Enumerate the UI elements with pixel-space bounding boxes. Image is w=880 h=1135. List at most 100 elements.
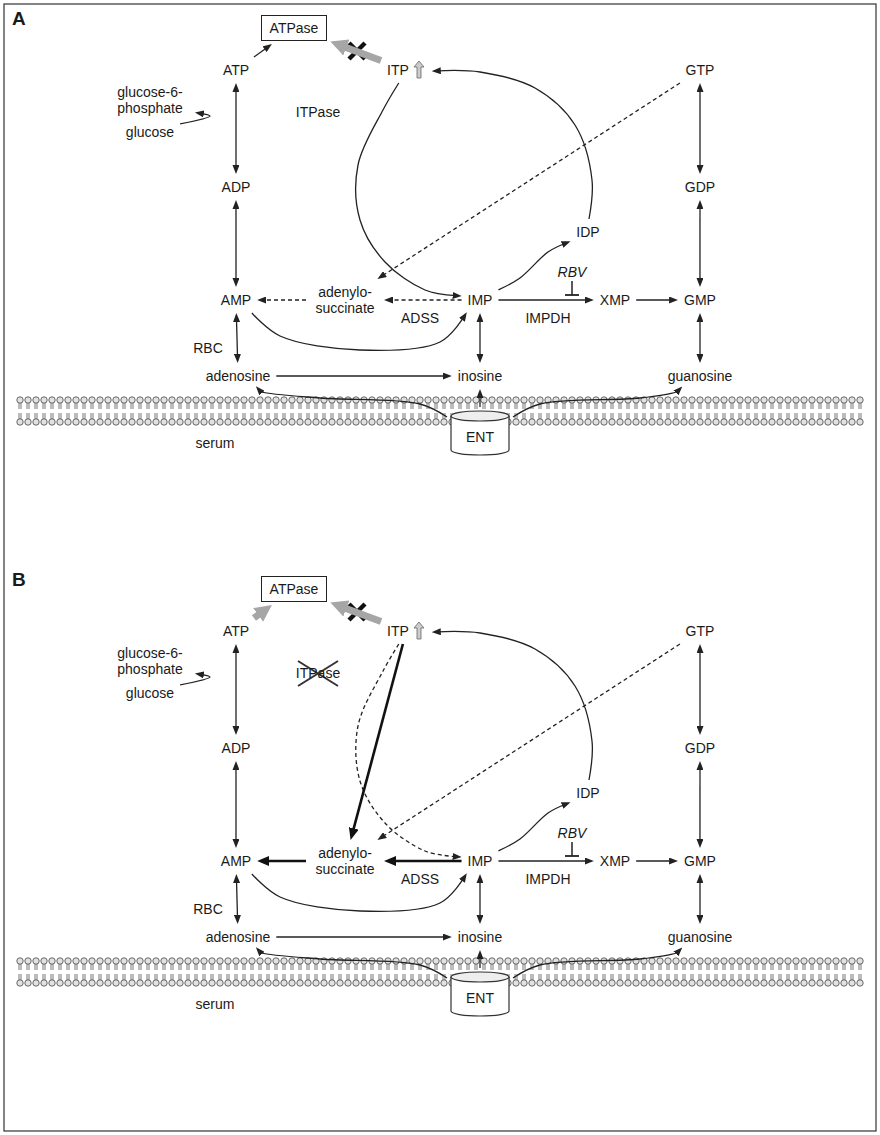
increase-arrow [414, 622, 424, 639]
annotation-label: RBC [193, 340, 223, 356]
reaction-arrow [180, 113, 210, 124]
panel-letter: B [12, 569, 868, 591]
enzyme-box: ATPase [261, 15, 328, 41]
reaction-arrow [356, 83, 456, 296]
annotation-label: RBV [558, 264, 587, 280]
node-text: IMP [468, 292, 493, 308]
transporter-cylinder: ENT [450, 971, 510, 1017]
reaction-arrow [699, 766, 700, 842]
cylinder-body [451, 977, 509, 1016]
metabolite-label: glucose [123, 683, 177, 703]
node-text: glucose [126, 685, 174, 701]
annotation-label: serum [196, 435, 235, 451]
reaction-arrow [699, 318, 700, 357]
annotation-label: RBC [193, 901, 223, 917]
inhibition-bar [571, 281, 573, 295]
node-text: ENT [466, 990, 494, 1006]
node-text: GDP [685, 179, 715, 195]
node-text: adenylo- succinate [312, 284, 378, 316]
node-text: inosine [458, 368, 502, 384]
node-text: GMP [684, 853, 716, 869]
reaction-arrow [356, 644, 456, 857]
reaction-arrow [479, 955, 480, 968]
metabolite-label: AMP [218, 290, 254, 310]
node-text: ENT [466, 429, 494, 445]
node-text: AMP [221, 292, 251, 308]
cell-membrane [16, 396, 864, 426]
node-text: ADP [222, 179, 251, 195]
reaction-arrow [479, 318, 480, 357]
reaction-arrow [382, 83, 680, 276]
reaction-arrow [498, 860, 588, 861]
increase-arrow [414, 61, 424, 78]
reaction-arrow [263, 299, 306, 300]
metabolite-label: GDP [682, 177, 718, 197]
enzyme-box: ATPase [261, 576, 328, 602]
node-text: glucose-6- phosphate [111, 84, 189, 116]
node-text: guanosine [668, 929, 733, 945]
reaction-arrow [236, 318, 237, 357]
node-text: ATP [223, 62, 249, 78]
node-text: IDP [576, 785, 599, 801]
metabolite-label: inosine [455, 927, 505, 947]
cell-membrane [16, 957, 864, 987]
enzyme-label: ITPase [296, 665, 340, 681]
metabolite-label: GDP [682, 738, 718, 758]
node-text: GDP [685, 740, 715, 756]
metabolite-label: adenosine [203, 927, 274, 947]
node-text: GMP [684, 292, 716, 308]
figure-panel: AATPaseITPGTPATPglucose-6- phosphategluc… [0, 0, 880, 561]
transporter-cylinder: ENT [450, 410, 510, 456]
metabolite-label: AMP [218, 851, 254, 871]
metabolite-label: GMP [681, 851, 719, 871]
metabolite-label: IDP [573, 222, 602, 242]
metabolite-label: inosine [455, 366, 505, 386]
reaction-arrow [254, 47, 268, 57]
metabolite-label: IDP [573, 783, 602, 803]
metabolite-label: glucose [123, 122, 177, 142]
metabolite-label: IMP [465, 290, 496, 310]
reaction-arrow [260, 390, 447, 417]
node-text: glucose-6- phosphate [111, 645, 189, 677]
reaction-arrow [513, 951, 678, 978]
reaction-arrow [254, 611, 264, 618]
inhibition-bar [565, 294, 579, 296]
panel-art [16, 604, 864, 987]
panel-art [16, 43, 864, 426]
panel-letter: A [12, 8, 868, 30]
inhibition-bar [571, 842, 573, 856]
node-text: AMP [221, 853, 251, 869]
reaction-arrow [389, 299, 461, 300]
reaction-arrow [513, 390, 678, 417]
reaction-arrow [276, 936, 446, 937]
figure-panel: BATPaseITPGTPATPglucose-6- phosphategluc… [0, 561, 880, 1135]
reaction-arrow [699, 205, 700, 281]
metabolite-label: XMP [597, 851, 633, 871]
node-text: ATPase [270, 581, 319, 597]
node-text: adenosine [206, 929, 271, 945]
metabolite-label: ADP [219, 738, 254, 758]
node-text: guanosine [668, 368, 733, 384]
node-text: ATP [223, 623, 249, 639]
cylinder-top [451, 972, 509, 982]
reaction-arrow [235, 205, 236, 281]
node-text: IDP [576, 224, 599, 240]
annotation-label: RBV [558, 825, 587, 841]
reaction-arrow [498, 243, 565, 290]
reaction-arrow [382, 644, 680, 837]
reaction-arrow [437, 71, 592, 219]
reaction-arrow [235, 649, 236, 729]
node-text: ADP [222, 740, 251, 756]
reaction-arrow [264, 860, 306, 863]
node-text: adenosine [206, 368, 271, 384]
metabolite-label: glucose-6- phosphate [108, 82, 192, 118]
cylinder-body [451, 416, 509, 455]
reaction-arrow [699, 649, 700, 729]
node-text: IMP [468, 853, 493, 869]
reaction-arrow [479, 879, 480, 918]
metabolite-label: adenylo- succinate [309, 282, 381, 318]
node-text: ATPase [270, 20, 319, 36]
enzyme-label: ADSS [401, 871, 439, 887]
metabolite-label: ATP [220, 60, 252, 80]
